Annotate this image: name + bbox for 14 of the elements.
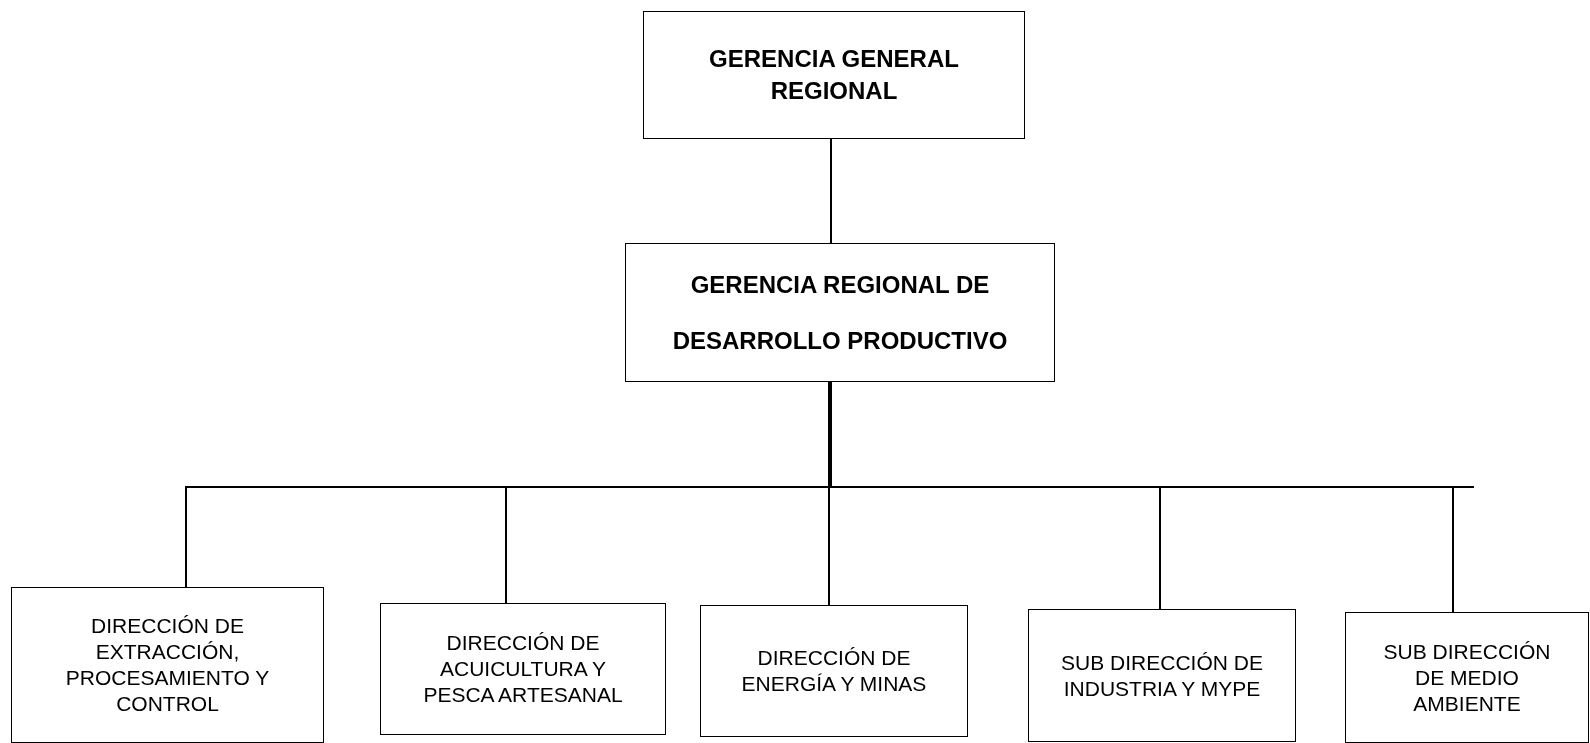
org-box xyxy=(625,243,1055,382)
org-box xyxy=(11,587,324,743)
unit-name: SUB DIRECCIÓN DE INDUSTRIA Y MYPE xyxy=(1060,649,1264,702)
org-box xyxy=(700,605,968,737)
unit-name: SUB DIRECCIÓN DE MEDIO AMBIENTE xyxy=(1382,638,1552,717)
unit-name: DIRECCIÓN DE ACUICULTURA Y PESCA ARTESANAL xyxy=(422,630,624,708)
org-box xyxy=(380,603,666,735)
unit-name: GERENCIA GENERAL REGIONAL xyxy=(708,44,960,106)
org-box xyxy=(1028,609,1296,742)
org-box xyxy=(1345,612,1589,743)
unit-name: GERENCIA REGIONAL DE DESARROLLO PRODUCTIVO xyxy=(671,269,1009,356)
org-box xyxy=(643,11,1025,139)
unit-name: DIRECCIÓN DE ENERGÍA Y MINAS xyxy=(740,645,928,697)
unit-name: DIRECCIÓN DE EXTRACCIÓN, PROCESAMIENTO Y CONTROL xyxy=(64,613,271,717)
